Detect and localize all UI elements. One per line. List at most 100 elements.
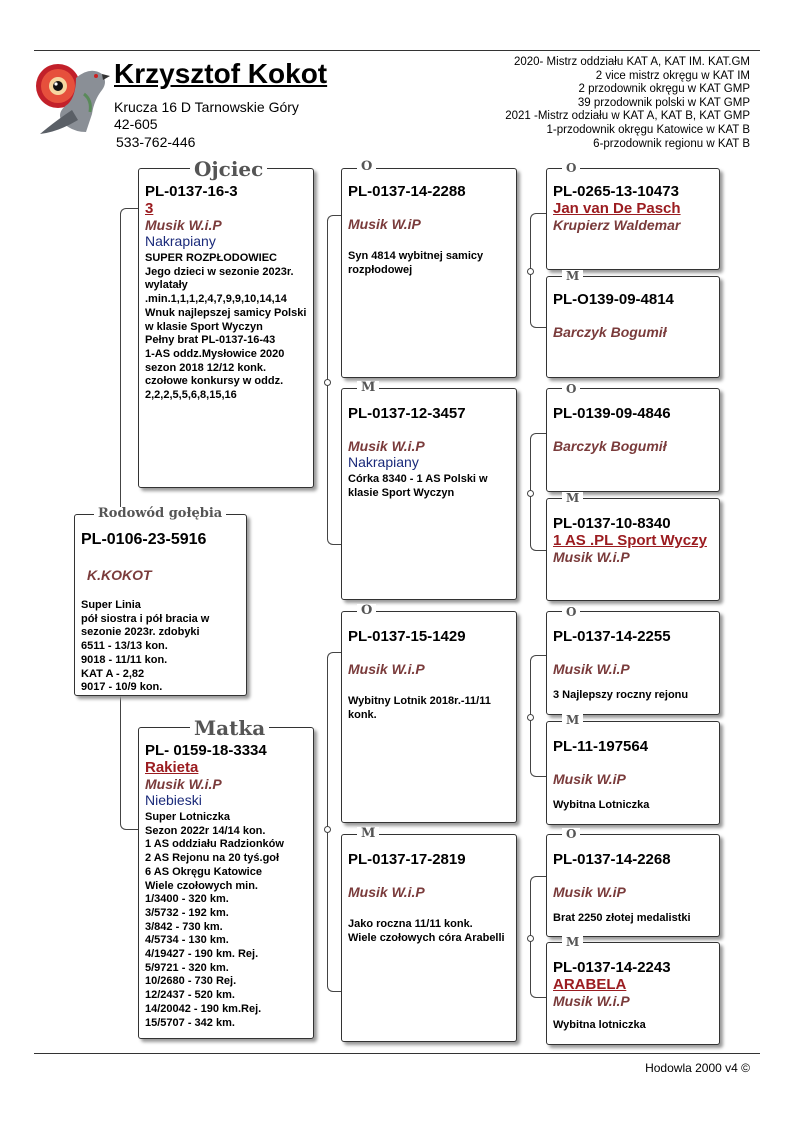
sex-label-m: M bbox=[357, 381, 380, 394]
pigeon-color: Niebieski bbox=[145, 792, 202, 808]
sex-label-m: M bbox=[562, 270, 584, 282]
pigeon-logo-icon bbox=[36, 64, 110, 134]
fm-card[interactable]: PL-0137-12-3457 Musik W.i.P Nakrapiany C… bbox=[341, 388, 517, 600]
fmm-card[interactable]: PL-0137-10-8340 1 AS .PL Sport Wyczy Mus… bbox=[546, 498, 720, 601]
breeder: Barczyk Bogumił bbox=[553, 324, 667, 340]
description: 3 Najlepszy roczny rejonu bbox=[553, 689, 689, 701]
subject-card[interactable]: PL-0106-23-5916 K.KOKOT Super Linia pół … bbox=[74, 514, 247, 696]
ff-card[interactable]: PL-0137-14-2288 Musik W.iP Syn 4814 wybi… bbox=[341, 168, 517, 378]
achievement-line: 2 vice mistrz okręgu w KAT IM bbox=[595, 69, 750, 82]
father-label: Ojciec bbox=[190, 159, 268, 179]
achievement-line: 1-przodownik okręgu Katowice w KAT B bbox=[546, 123, 750, 136]
description: Brat 2250 złotej medalistki bbox=[553, 912, 691, 924]
ring-number: PL-0137-14-2243 bbox=[553, 959, 671, 976]
achievement-line: 6-przodownik regionu w KAT B bbox=[593, 137, 750, 150]
owner-address: Krucza 16 D Tarnowskie Góry bbox=[114, 99, 299, 115]
fmf-card[interactable]: PL-0139-09-4846 Barczyk Bogumił bbox=[546, 388, 720, 492]
breeder: Krupierz Waldemar bbox=[553, 217, 681, 233]
breeder: Musik W.i.P bbox=[348, 884, 425, 900]
connector-dot bbox=[527, 490, 534, 497]
ring-number: PL-0137-17-2819 bbox=[348, 851, 466, 868]
sex-label-m: M bbox=[562, 714, 584, 726]
breeder: Barczyk Bogumił bbox=[553, 438, 667, 454]
sex-label-m: M bbox=[357, 827, 380, 840]
ring-number: PL-0137-14-2255 bbox=[553, 628, 671, 645]
ring-number: PL-O139-09-4814 bbox=[553, 291, 674, 308]
ring-number: PL-11-197564 bbox=[553, 738, 649, 755]
breeder: Musik W.iP bbox=[553, 771, 626, 787]
ffm-card[interactable]: PL-O139-09-4814 Barczyk Bogumił bbox=[546, 276, 720, 378]
description: Jako roczna 11/11 konk. Wiele czołowych … bbox=[348, 918, 505, 944]
ring-number: PL- 0159-18-3334 bbox=[145, 742, 267, 759]
connector-subject-father bbox=[120, 208, 140, 522]
father-card[interactable]: PL-0137-16-3 3 Musik W.i.P Nakrapiany SU… bbox=[138, 168, 314, 488]
breeder: Musik W.i.P bbox=[348, 438, 425, 454]
connector-dot bbox=[527, 935, 534, 942]
fff-card[interactable]: PL-0265-13-10473 Jan van De Pasch Krupie… bbox=[546, 168, 720, 270]
sex-label-o: O bbox=[357, 604, 377, 617]
pigeon-name: 1 AS .PL Sport Wyczy bbox=[553, 532, 707, 549]
description: Syn 4814 wybitnej samicy rozpłodowej bbox=[348, 250, 484, 276]
sex-label-m: M bbox=[562, 492, 584, 504]
breeder: Musik W.i.P bbox=[553, 993, 630, 1009]
description: SUPER ROZPŁODOWIEC Jego dzieci w sezonie… bbox=[145, 252, 307, 402]
top-rule bbox=[34, 50, 760, 51]
bottom-rule bbox=[34, 1053, 760, 1054]
sex-label-o: O bbox=[562, 828, 581, 840]
breeder: Musik W.i.P bbox=[145, 217, 222, 233]
mfm-card[interactable]: PL-11-197564 Musik W.iP Wybitna Lotniczk… bbox=[546, 721, 720, 825]
breeder: K.KOKOT bbox=[87, 567, 152, 583]
mmf-card[interactable]: PL-0137-14-2268 Musik W.iP Brat 2250 zło… bbox=[546, 834, 720, 937]
achievements-list: 2020- Mistrz oddziału KAT A, KAT IM. KAT… bbox=[505, 56, 750, 151]
connector-dot bbox=[324, 826, 331, 833]
ring-number: PL-0265-13-10473 bbox=[553, 183, 679, 200]
description: Wybitny Lotnik 2018r.-11/11 konk. bbox=[348, 695, 491, 721]
ring-number: PL-0106-23-5916 bbox=[81, 531, 207, 548]
ring-number: PL-0137-15-1429 bbox=[348, 628, 466, 645]
breeder: Musik W.i.P bbox=[553, 549, 630, 565]
breeder: Musik W.i.P bbox=[553, 661, 630, 677]
description: Wybitna Lotniczka bbox=[553, 799, 650, 811]
owner-postcode: 42-605 bbox=[114, 116, 158, 132]
achievement-line: 2020- Mistrz oddziału KAT A, KAT IM. KAT… bbox=[513, 56, 750, 68]
sex-label-o: O bbox=[562, 606, 581, 618]
owner-phone: 533-762-446 bbox=[116, 134, 196, 150]
sex-label-m: M bbox=[562, 936, 584, 948]
connector-dot bbox=[324, 379, 331, 386]
pigeon-name: ARABELA bbox=[553, 976, 627, 993]
breeder: Musik W.iP bbox=[348, 216, 421, 232]
sex-label-o: O bbox=[562, 383, 581, 395]
description: Super Lotniczka Sezon 2022r 14/14 kon. 1… bbox=[145, 811, 284, 1029]
mmm-card[interactable]: PL-0137-14-2243 ARABELA Musik W.i.P Wybi… bbox=[546, 942, 720, 1045]
connector-mother-parents bbox=[327, 652, 342, 992]
pigeon-color: Nakrapiany bbox=[145, 233, 216, 249]
pigeon-name: 3 bbox=[145, 200, 154, 217]
description: Córka 8340 - 1 AS Polski w klasie Sport … bbox=[348, 473, 488, 499]
footer-credit: Hodowla 2000 v4 © bbox=[645, 1061, 750, 1075]
mf-card[interactable]: PL-0137-15-1429 Musik W.i.P Wybitny Lotn… bbox=[341, 611, 517, 823]
connector-dot bbox=[527, 714, 534, 721]
ring-number: PL-0137-10-8340 bbox=[553, 515, 671, 532]
ring-number: PL-0137-14-2268 bbox=[553, 851, 671, 868]
mm-card[interactable]: PL-0137-17-2819 Musik W.i.P Jako roczna … bbox=[341, 834, 517, 1042]
ring-number: PL-0137-16-3 bbox=[145, 183, 238, 200]
ring-number: PL-0137-14-2288 bbox=[348, 183, 466, 200]
ring-number: PL-0137-12-3457 bbox=[348, 405, 466, 422]
achievement-line: 2 przodownik okręgu w KAT GMP bbox=[578, 83, 750, 96]
achievement-line: 39 przodownik polski w KAT GMP bbox=[577, 96, 750, 109]
breeder: Musik W.iP bbox=[553, 884, 626, 900]
breeder: Musik W.i.P bbox=[348, 661, 425, 677]
ring-number: PL-0139-09-4846 bbox=[553, 405, 671, 422]
pigeon-color: Nakrapiany bbox=[348, 454, 419, 470]
description: Wybitna lotniczka bbox=[553, 1019, 646, 1031]
mff-card[interactable]: PL-0137-14-2255 Musik W.i.P 3 Najlepszy … bbox=[546, 611, 720, 715]
mother-label: Matka bbox=[190, 718, 270, 738]
pigeon-name: Jan van De Pasch bbox=[553, 200, 681, 217]
mother-card[interactable]: PL- 0159-18-3334 Rakieta Musik W.i.P Nie… bbox=[138, 727, 314, 1039]
connector-subject-mother bbox=[120, 690, 140, 830]
breeder: Musik W.i.P bbox=[145, 776, 222, 792]
pedigree-label: Rodowód gołębia bbox=[94, 507, 227, 520]
sex-label-o: O bbox=[357, 160, 377, 173]
description: Super Linia pół siostra i pół bracia w s… bbox=[81, 599, 210, 694]
sex-label-o: O bbox=[562, 162, 581, 174]
